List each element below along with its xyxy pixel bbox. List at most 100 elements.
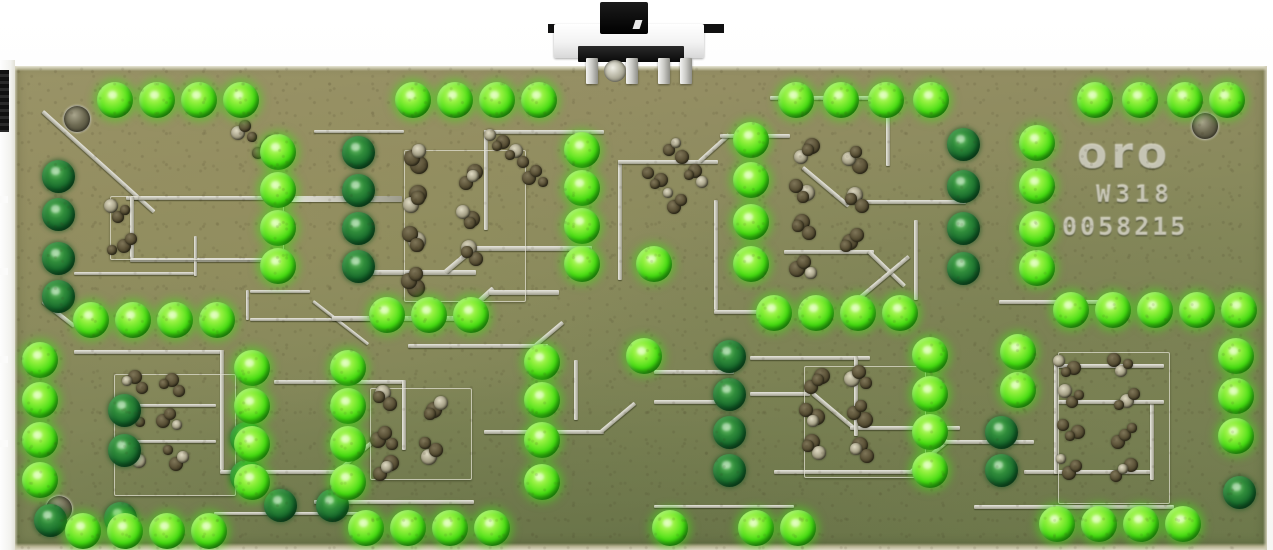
highlighted-solder-pad [733, 162, 769, 198]
pad-specular-highlight [51, 287, 60, 295]
solder-joint [1066, 396, 1078, 408]
solder-joint [852, 365, 866, 379]
solder-joint [696, 176, 708, 188]
pad-specular-highlight [743, 170, 754, 179]
copper-trace [484, 130, 488, 230]
solder-joint [1118, 464, 1128, 474]
copper-trace [332, 316, 482, 321]
board-right-edge [1263, 66, 1267, 550]
highlighted-solder-pad [1019, 168, 1055, 204]
pad-specular-highlight [956, 219, 965, 227]
highlighted-solder-pad [411, 297, 447, 333]
copper-trace [489, 290, 559, 295]
solder-joint [411, 191, 425, 205]
component-outline [370, 388, 472, 480]
pad-specular-highlight [270, 218, 281, 227]
highlighted-solder-pad [798, 295, 834, 331]
pad-specular-highlight [1189, 300, 1200, 309]
pad-specular-highlight [201, 521, 212, 530]
highlighted-solder-pad [912, 452, 948, 488]
solder-joint [136, 382, 148, 394]
solder-joint [247, 132, 257, 142]
highlighted-solder-pad [157, 302, 193, 338]
copper-trace [654, 400, 734, 404]
photo-left-notch [0, 196, 8, 203]
solder-joint [1070, 460, 1082, 472]
solder-pad [341, 173, 375, 207]
copper-trace [130, 196, 134, 258]
switch-right-lug [694, 24, 724, 33]
pad-specular-highlight [534, 390, 545, 399]
photo-left-strip [0, 60, 15, 550]
solder-pad [984, 415, 1018, 449]
board-bottom-edge [14, 543, 1267, 550]
solder-joint [492, 141, 502, 151]
solder-joint [122, 376, 132, 386]
solder-joint [807, 415, 819, 427]
highlighted-solder-pad [564, 246, 600, 282]
copper-trace [714, 310, 784, 314]
pad-specular-highlight [1219, 90, 1230, 99]
pad-specular-highlight [922, 345, 933, 354]
solder-joint [538, 177, 548, 187]
copper-trace [714, 200, 718, 310]
highlighted-solder-pad [1165, 506, 1201, 542]
copper-trace [472, 246, 592, 251]
pad-specular-highlight [405, 90, 416, 99]
copper-trace [250, 318, 400, 321]
pad-specular-highlight [850, 303, 861, 312]
highlighted-solder-pad [912, 376, 948, 412]
pad-specular-highlight [340, 358, 351, 367]
pad-specular-highlight [534, 472, 545, 481]
mounting-hole [1191, 112, 1219, 140]
pad-specular-highlight [743, 254, 754, 263]
pad-specular-highlight [994, 423, 1003, 431]
pad-specular-highlight [748, 518, 759, 527]
highlighted-solder-pad [234, 426, 270, 462]
solder-joint [1128, 388, 1140, 400]
solder-joint [1061, 367, 1071, 377]
pad-specular-highlight [956, 177, 965, 185]
highlighted-solder-pad [564, 132, 600, 168]
copper-trace [246, 290, 249, 320]
solder-joint [684, 170, 694, 180]
pad-specular-highlight [32, 350, 43, 359]
copper-trace [534, 320, 565, 348]
solder-joint [383, 397, 397, 411]
pad-specular-highlight [1029, 176, 1040, 185]
copper-trace [974, 505, 1174, 509]
pad-specular-highlight [340, 396, 351, 405]
solder-joint [663, 188, 673, 198]
copper-trace [126, 440, 216, 443]
highlighted-solder-pad [234, 350, 270, 386]
mounting-hole [63, 105, 91, 133]
pad-specular-highlight [51, 205, 60, 213]
pad-specular-highlight [125, 310, 136, 319]
copper-trace [312, 300, 370, 346]
highlighted-solder-pad [1019, 211, 1055, 247]
solder-joint [164, 408, 176, 420]
solder-joint [860, 377, 872, 389]
photo-left-notch [0, 356, 8, 363]
solder-joint [850, 443, 862, 455]
switch-metal-frame [578, 46, 684, 62]
solder-joint [1056, 454, 1066, 464]
highlighted-solder-pad [524, 382, 560, 418]
pad-specular-highlight [994, 461, 1003, 469]
solder-joint [173, 385, 185, 397]
photo-left-notch [0, 268, 8, 275]
pad-specular-highlight [646, 254, 657, 263]
solder-joint [381, 461, 393, 473]
slide-switch[interactable] [548, 0, 724, 84]
highlighted-solder-pad [330, 388, 366, 424]
pad-specular-highlight [743, 130, 754, 139]
solder-pad [712, 377, 746, 411]
highlighted-solder-pad [97, 82, 133, 118]
copper-trace [846, 200, 966, 204]
copper-trace [74, 350, 224, 354]
pad-specular-highlight [447, 90, 458, 99]
switch-actuator[interactable] [600, 2, 648, 34]
pad-specular-highlight [531, 90, 542, 99]
pad-specular-highlight [766, 303, 777, 312]
silkscreen-serial-number: 0058215 [1062, 212, 1189, 241]
